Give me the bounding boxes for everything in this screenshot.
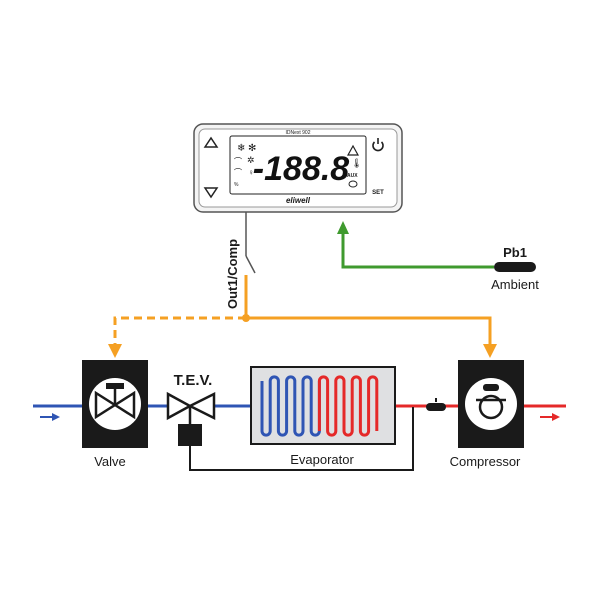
probe-sensor — [494, 262, 536, 272]
tev-label: T.E.V. — [174, 372, 213, 389]
snowflake-icon: ❄ — [237, 143, 245, 154]
solenoid-valve — [82, 360, 148, 448]
display-readout: -188.8 — [253, 150, 349, 188]
power-button[interactable] — [372, 138, 384, 152]
tev-actuator — [178, 424, 202, 446]
tev-icon — [166, 391, 193, 421]
relay-switch — [245, 255, 256, 274]
output-label: Out1/Comp — [225, 239, 240, 309]
evaporator-label: Evaporator — [290, 452, 354, 467]
coil-segment — [317, 375, 379, 437]
model-text: IDNext 902 — [285, 130, 310, 136]
compressor-icon — [478, 394, 504, 420]
display-window — [229, 135, 367, 195]
compressor-circle — [465, 378, 517, 430]
brand-logo: eliwell — [286, 196, 311, 205]
evaporator-box — [250, 366, 396, 445]
aux-label: AUX — [347, 173, 358, 179]
probe-desc: Ambient — [491, 277, 539, 292]
controller: IDNext 902 ❄ ✻ ⌒ ✲ ⌒ ♀ % -188.8 🌡 AUX SE… — [193, 123, 403, 213]
compressor-label: Compressor — [450, 454, 521, 469]
probe-wire — [341, 232, 494, 269]
tev — [166, 391, 216, 446]
alarm-icon — [346, 144, 360, 156]
probe-circuit — [337, 221, 536, 272]
sensing-line — [189, 407, 414, 471]
compressor-feed — [246, 316, 492, 348]
coil-segment — [260, 375, 321, 437]
up-button[interactable] — [203, 136, 219, 148]
defrost-icon-2: ⌒ — [234, 168, 242, 177]
valve-label: Valve — [94, 454, 126, 469]
light-icon: ♀ — [248, 168, 254, 177]
output-circuit — [108, 212, 497, 358]
sun-icon: ✲ — [247, 155, 255, 165]
down-button[interactable] — [203, 187, 219, 199]
percent-icon: % — [234, 182, 239, 188]
valve-feed — [113, 316, 246, 348]
refrigerant-piping — [33, 398, 566, 471]
probe-arrow — [337, 221, 349, 234]
thermometer-icon: 🌡 — [351, 158, 362, 168]
evaporator — [250, 366, 396, 445]
compressor — [458, 360, 524, 448]
valve-feed-arrow — [108, 344, 122, 358]
compressor-feed-arrow — [483, 344, 497, 358]
fan-icon: ✻ — [248, 143, 256, 154]
defrost-icon: ⌒ — [234, 157, 242, 166]
tev-bulb — [426, 403, 446, 411]
evaporator-coil — [260, 375, 379, 437]
eco-icon — [348, 180, 358, 188]
set-button[interactable]: SET — [372, 190, 384, 196]
probe-label: Pb1 — [503, 245, 527, 260]
